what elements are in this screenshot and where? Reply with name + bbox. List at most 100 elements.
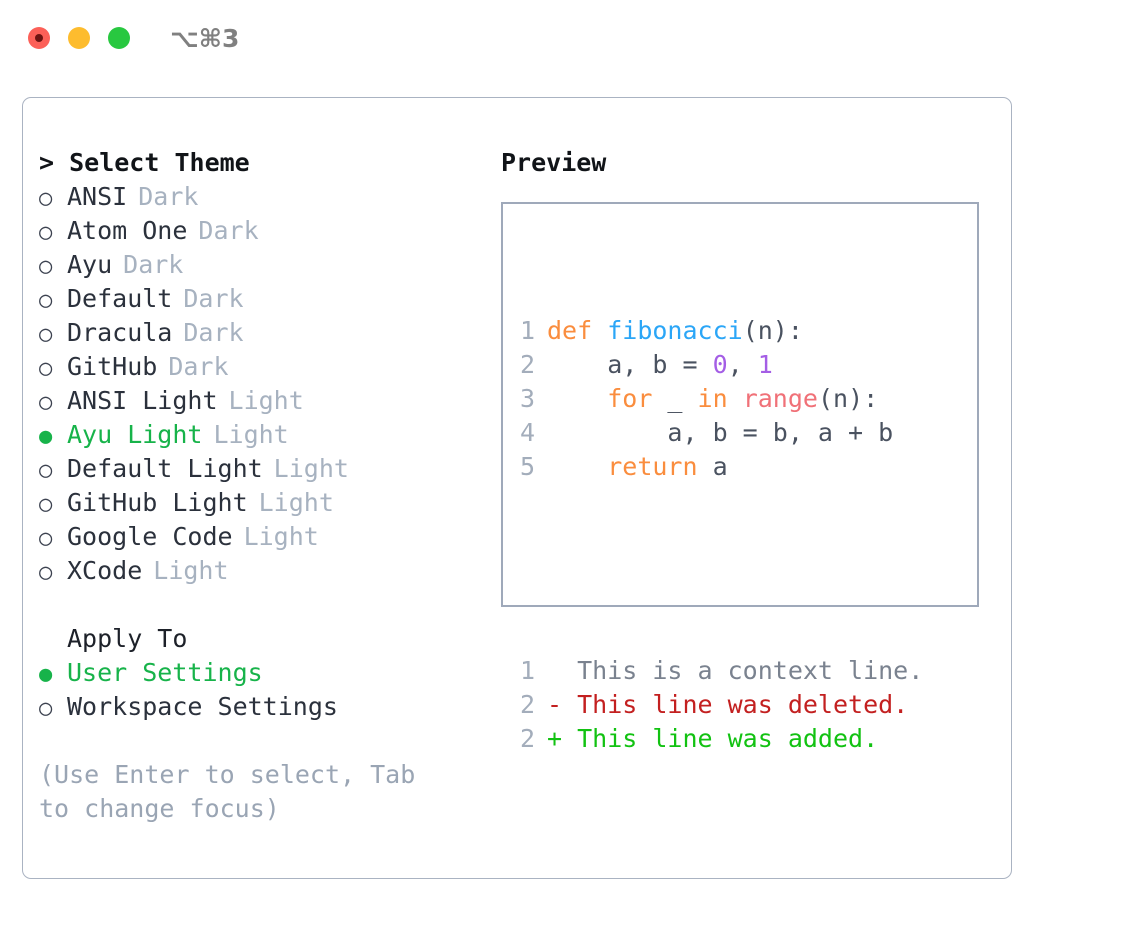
line-number: 3	[519, 384, 535, 413]
diff-line-add: 2+ This line was added.	[519, 722, 923, 756]
theme-option-xcode[interactable]: ○ XCode Light	[39, 554, 489, 588]
radio-selected-icon: ●	[39, 424, 53, 449]
keyboard-hint-text: (Use Enter to select, Tab to change focu…	[39, 760, 431, 823]
hint-spacer	[39, 724, 489, 758]
theme-variant-tag: Dark	[183, 284, 244, 313]
theme-option-label: Default Light	[67, 454, 263, 483]
code-token: _	[652, 384, 698, 413]
diff-line-context: 1 This is a context line.	[519, 654, 923, 688]
apply-option-workspace-settings[interactable]: ○ Workspace Settings	[39, 690, 489, 724]
line-number: 2	[519, 350, 535, 379]
theme-option-google-code[interactable]: ○ Google Code Light	[39, 520, 489, 554]
theme-option-label: GitHub Light	[67, 488, 248, 517]
code-token: in	[697, 384, 728, 413]
preview-header: Preview	[501, 148, 607, 177]
radio-unselected-icon: ○	[39, 322, 53, 347]
radio-unselected-icon: ○	[39, 560, 53, 585]
diff-text: + This line was added.	[547, 724, 879, 753]
code-token: 0	[712, 350, 728, 379]
code-token: a, b = b, a + b	[547, 418, 894, 447]
line-number: 2	[519, 690, 535, 719]
theme-option-label: Default	[67, 284, 173, 313]
theme-option-ayu[interactable]: ○ Ayu Dark	[39, 248, 489, 282]
theme-option-ayu-light[interactable]: ● Ayu Light Light	[39, 418, 489, 452]
theme-option-github-light[interactable]: ○ GitHub Light Light	[39, 486, 489, 520]
theme-variant-tag: Dark	[183, 318, 244, 347]
code-line: 2 a, b = 0, 1	[519, 348, 923, 382]
radio-selected-icon: ●	[39, 662, 53, 687]
line-number: 1	[519, 316, 535, 345]
code-token: (n):	[742, 316, 803, 345]
apply-option-user-settings[interactable]: ● User Settings	[39, 656, 489, 690]
radio-unselected-icon: ○	[39, 458, 53, 483]
apply-option-label: User Settings	[67, 658, 263, 687]
radio-unselected-icon: ○	[39, 696, 53, 721]
code-token: (n):	[817, 384, 879, 413]
theme-option-atom-one[interactable]: ○ Atom One Dark	[39, 214, 489, 248]
diff-text: - This line was deleted.	[547, 690, 909, 719]
theme-option-label: Ayu	[67, 250, 113, 279]
theme-variant-tag: Dark	[138, 182, 199, 211]
theme-variant-tag: Light	[153, 556, 229, 585]
radio-unselected-icon: ○	[39, 492, 53, 517]
code-token: return	[607, 452, 698, 481]
apply-to-header: Apply To	[67, 624, 188, 653]
diff-sample: 1 This is a context line.2 - This line wa…	[519, 654, 923, 756]
code-token	[547, 384, 607, 413]
apply-to-option-list: ● User Settings ○ Workspace Settings	[39, 656, 489, 724]
code-line: 1 def fibonacci(n):	[519, 314, 923, 348]
section-spacer	[39, 588, 489, 622]
theme-variant-tag: Dark	[123, 250, 184, 279]
minimize-window-icon[interactable]	[68, 27, 90, 49]
radio-unselected-icon: ○	[39, 254, 53, 279]
code-line: 5 return a	[519, 450, 923, 484]
theme-option-label: Atom One	[67, 216, 188, 245]
window-controls	[28, 27, 130, 49]
theme-option-label: ANSI	[67, 182, 128, 211]
radio-unselected-icon: ○	[39, 356, 53, 381]
code-token	[728, 384, 743, 413]
code-token: for	[607, 384, 653, 413]
code-token: range	[742, 384, 818, 413]
select-theme-header: > Select Theme	[39, 148, 250, 177]
zoom-window-icon[interactable]	[108, 27, 130, 49]
theme-variant-tag: Dark	[198, 216, 259, 245]
keyboard-shortcut-label: ⌥⌘3	[170, 24, 240, 53]
line-number: 5	[519, 452, 535, 481]
theme-option-label: ANSI Light	[67, 386, 218, 415]
theme-variant-tag: Light	[243, 522, 319, 551]
line-number: 1	[519, 656, 535, 685]
code-token: a	[697, 452, 728, 481]
code-token: def	[547, 316, 608, 345]
radio-unselected-icon: ○	[39, 220, 53, 245]
code-line: 3 for _ in range(n):	[519, 382, 923, 416]
radio-unselected-icon: ○	[39, 186, 53, 211]
code-token: ,	[727, 350, 758, 379]
theme-variant-tag: Light	[213, 420, 289, 449]
theme-variant-tag: Light	[258, 488, 334, 517]
apply-option-label: Workspace Settings	[67, 692, 338, 721]
theme-option-label: Google Code	[67, 522, 233, 551]
code-token: fibonacci	[607, 316, 743, 345]
theme-option-label: XCode	[67, 556, 143, 585]
radio-unselected-icon: ○	[39, 526, 53, 551]
theme-option-label: GitHub	[67, 352, 158, 381]
code-token: 1	[757, 350, 773, 379]
close-window-icon[interactable]	[28, 27, 50, 49]
theme-option-label: Ayu Light	[67, 420, 203, 449]
code-token	[547, 452, 607, 481]
theme-option-ansi[interactable]: ○ ANSI Dark	[39, 180, 489, 214]
